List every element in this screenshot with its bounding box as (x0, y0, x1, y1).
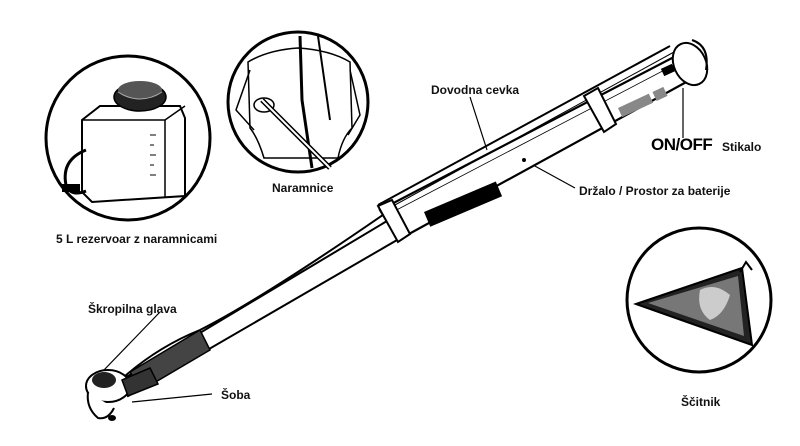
sprayer-rod (85, 39, 709, 421)
leader-skropilna-glava (103, 311, 161, 371)
label-skropilna-glava: Škropilna glava (88, 302, 177, 316)
label-scitnik: Ščitnik (681, 395, 721, 409)
label-drzalo: Držalo / Prostor za baterije (579, 184, 731, 198)
label-soba: Šoba (221, 388, 251, 402)
label-stikalo: Stikalo (722, 140, 762, 154)
leader-drzalo (532, 164, 576, 189)
leader-lines (103, 88, 684, 403)
shield-inset (625, 226, 773, 374)
label-naramnice: Naramnice (272, 181, 334, 195)
straps-inset (226, 30, 370, 174)
label-rezervoar: 5 L rezervoar z naramnicami (56, 232, 218, 246)
label-on-off: ON/OFF (651, 135, 713, 154)
label-dovodna-cevka: Dovodna cevka (431, 83, 520, 97)
tank-inset (44, 54, 212, 222)
leader-soba (131, 393, 213, 403)
leader-dovodna-cevka (469, 96, 488, 151)
